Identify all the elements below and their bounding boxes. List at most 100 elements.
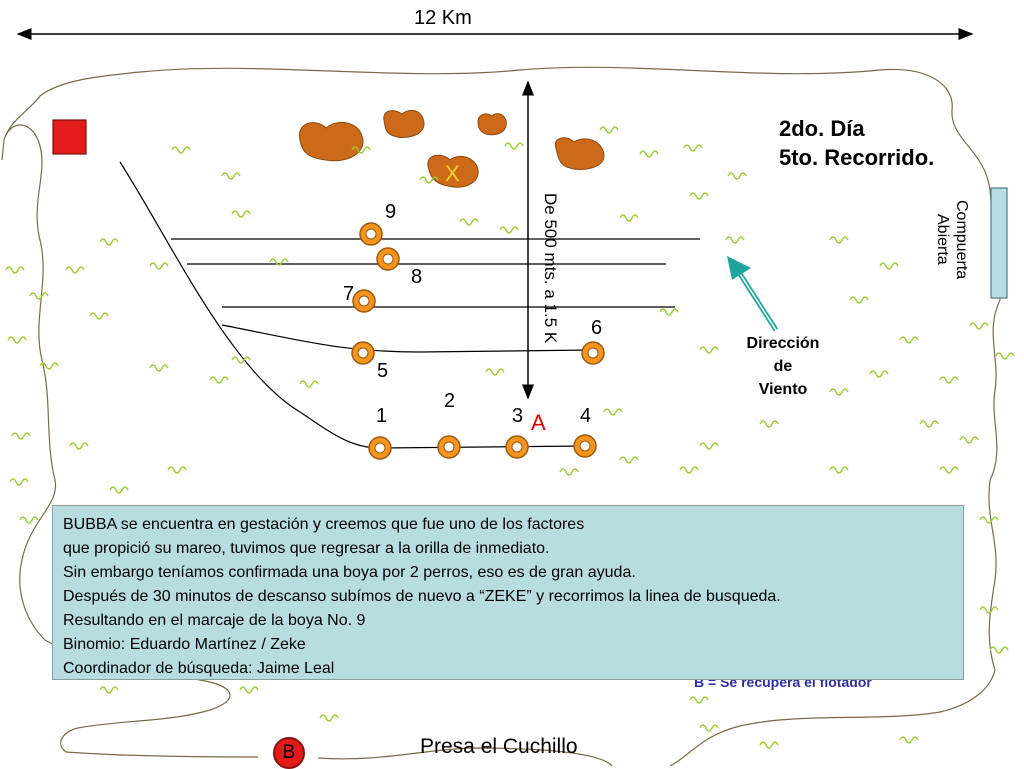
dam-name: Presa el Cuchillo [420,735,578,758]
grass-tuft [171,146,191,154]
grass-tuft [99,238,119,246]
vertical-distance-label: De 500 mts. a 1.5 K [541,193,560,344]
grass-tuft [919,420,939,428]
point-x-label: X [445,161,460,186]
grass-tuft [683,144,703,152]
grass-tuft [639,150,659,158]
gate-label-line-1: Compuerta [953,200,970,280]
grass-tuft [679,466,699,474]
buoy-9 [359,222,383,246]
buoy-label-6: 6 [591,317,603,339]
grass-tuft [939,466,959,474]
grass-tuft [979,606,999,614]
grass-tuft [869,370,889,378]
wind-label-line-2: de [773,358,793,375]
grass-tuft [989,646,1009,654]
info-line: Coordinador de búsqueda: Jaime Leal [63,660,335,677]
buoy-label-3: 3 [512,405,524,427]
grass-tuft [619,214,639,222]
gate-label: Compuerta Abierta [933,200,971,279]
grass-tuft [11,432,31,440]
grass-tuft [619,456,639,464]
grass-tuft [231,356,251,364]
distance-label: 12 Km [414,7,472,29]
buoy-5 [351,341,375,365]
grass-tuft [829,466,849,474]
grass-tuft [899,336,919,344]
buoy-2 [437,435,461,459]
buoy-label-1: 1 [376,405,388,427]
grass-tuft [995,352,1015,360]
buoy-4 [573,434,597,458]
gate-rectangle [990,187,1008,299]
buoy-1 [368,436,392,460]
grass-tuft [829,236,849,244]
info-line: Después de 30 minutos de descanso subímo… [63,588,781,605]
grass-tuft [829,388,849,396]
gate-label-line-2: Abierta [934,214,951,265]
day-title-line-1: 2do. Día [779,116,865,141]
wind-label-line-3: Viento [758,381,808,398]
grass-tuft [239,686,259,694]
wind-direction-arrow [727,256,779,332]
grass-tuft [5,266,25,274]
day-title-line-2: 5to. Recorrido. [779,145,935,170]
rock-formations [299,109,605,188]
grass-tuft [9,478,29,486]
buoy-label-8: 8 [411,266,423,288]
grass-tuft [99,686,119,694]
buoy-label-5: 5 [377,360,389,382]
grass-tuft [699,442,719,450]
buoy-label-9: 9 [385,201,397,223]
grass-tuft [231,210,251,218]
grass-tuft [759,420,779,428]
grass-tuft [879,262,899,270]
grass-tuft [699,724,719,732]
grass-tuft [221,172,241,180]
info-line: Resultando en el marcaje de la boya No. … [63,612,366,629]
grass-tuft [7,336,27,344]
buoy-8 [376,247,400,271]
grass-tuft [351,146,371,154]
grass-tuft [69,442,89,450]
grass-tuft [959,436,979,444]
info-line: Binomio: Eduardo Martínez / Zeke [63,636,306,653]
grass-tuft [699,346,719,354]
grass-tuft [979,516,999,524]
grass-tuft [65,266,85,274]
grass-tuft [969,322,989,330]
grass-tuft [504,142,524,150]
grass-tuft [209,376,229,384]
grass-tuft [29,292,49,300]
grass-tuft [459,218,479,226]
grass-tuft [689,192,709,200]
info-box: BUBBA se encuentra en gestación y creemo… [52,505,964,680]
point-a-label: A [531,410,546,435]
point-b-marker: B [273,737,305,769]
search-route-curve [119,161,587,449]
red-square-marker [52,119,87,155]
grass-tuft [39,362,59,370]
wind-label: Dirección de Viento [728,332,838,401]
grass-tuft [603,408,623,416]
grass-tuft [109,486,129,494]
grass-tuft [269,258,289,266]
grass-tuft [849,296,869,304]
grass-tuft [939,376,959,384]
buoy-7 [352,289,376,313]
grass-tuft [149,364,169,372]
grass-tuft [725,236,745,244]
grass-tuft [599,126,619,134]
buoy-6 [581,341,605,365]
shoreline [1,66,1001,767]
grass-tuft [499,226,519,234]
buoy-3 [505,435,529,459]
grass-tuft [89,312,109,320]
buoy-label-2: 2 [444,390,456,412]
grass-tuft [319,714,339,722]
grass-tuft [759,741,779,749]
grass-tuft [19,516,39,524]
buoy-label-7: 7 [343,283,355,305]
info-line: que propició su mareo, tuvimos que regre… [63,540,550,557]
